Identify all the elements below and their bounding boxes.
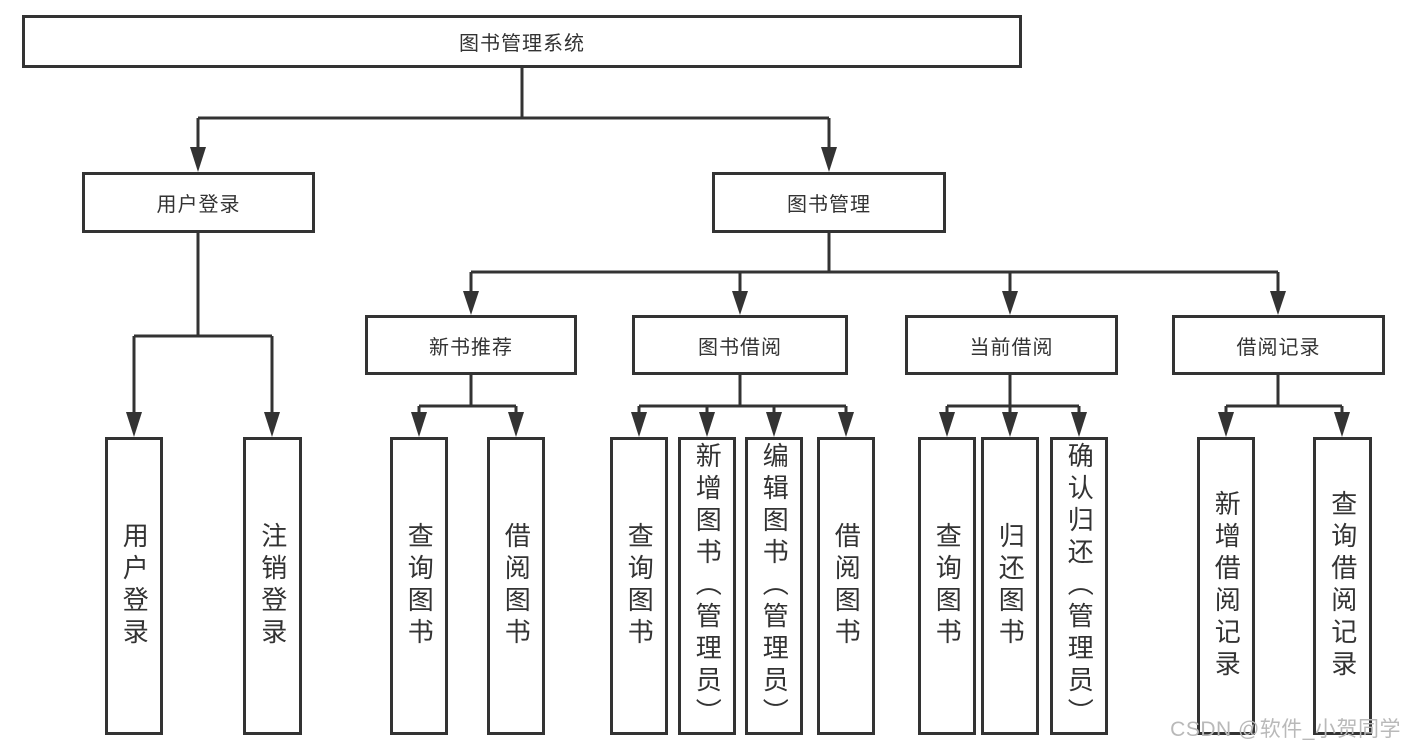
leaf-confirm-return-admin: 确认归还（管理员） xyxy=(1050,437,1108,735)
node-current-borrowing: 当前借阅 xyxy=(905,315,1118,375)
leaf-edit-books-admin: 编辑图书（管理员） xyxy=(745,437,803,735)
leaf-user-login: 用户登录 xyxy=(105,437,163,735)
leaf-logout: 注销登录 xyxy=(243,437,302,735)
leaf-edit-books-admin-label: 编辑图书（管理员） xyxy=(759,442,790,730)
leaf-confirm-return-admin-label: 确认归还（管理员） xyxy=(1064,442,1095,730)
leaf-current-query-books-label: 查询图书 xyxy=(932,522,963,650)
leaf-return-books: 归还图书 xyxy=(981,437,1039,735)
arrowheads xyxy=(126,147,1350,437)
leaf-borrow-books-label: 借阅图书 xyxy=(831,522,862,650)
node-user-login: 用户登录 xyxy=(82,172,315,233)
node-borrowing-records-label: 借阅记录 xyxy=(1236,336,1321,359)
leaf-borrowing-query-books-label: 查询图书 xyxy=(624,522,655,650)
leaf-query-borrow-record-label: 查询借阅记录 xyxy=(1327,490,1358,682)
node-book-borrowing-label: 图书借阅 xyxy=(698,336,782,359)
leaf-borrow-books: 借阅图书 xyxy=(817,437,875,735)
leaf-recommend-query-books-label: 查询图书 xyxy=(404,522,435,650)
node-current-borrowing-label: 当前借阅 xyxy=(969,336,1054,359)
leaf-add-borrow-record: 新增借阅记录 xyxy=(1197,437,1255,735)
csdn-watermark: CSDN @软件_小贺同学 xyxy=(1170,718,1401,741)
leaf-recommend-borrow-books: 借阅图书 xyxy=(487,437,545,735)
node-library-management-system-label: 图书管理系统 xyxy=(459,33,585,55)
leaf-query-borrow-record: 查询借阅记录 xyxy=(1313,437,1372,735)
node-new-book-recommendation-label: 新书推荐 xyxy=(429,336,513,359)
node-borrowing-records: 借阅记录 xyxy=(1172,315,1385,375)
leaf-recommend-query-books: 查询图书 xyxy=(390,437,448,735)
node-book-borrowing: 图书借阅 xyxy=(632,315,848,375)
leaf-logout-label: 注销登录 xyxy=(257,522,288,650)
node-user-login-label: 用户登录 xyxy=(156,194,241,216)
leaf-user-login-label: 用户登录 xyxy=(119,522,150,650)
leaf-add-books-admin: 新增图书（管理员） xyxy=(678,437,736,735)
leaf-current-query-books: 查询图书 xyxy=(918,437,976,735)
leaf-return-books-label: 归还图书 xyxy=(995,522,1026,650)
node-book-management: 图书管理 xyxy=(712,172,946,233)
leaf-recommend-borrow-books-label: 借阅图书 xyxy=(501,522,532,650)
leaf-add-borrow-record-label: 新增借阅记录 xyxy=(1211,490,1242,682)
node-book-management-label: 图书管理 xyxy=(787,194,871,216)
node-library-management-system: 图书管理系统 xyxy=(22,15,1022,68)
leaf-add-books-admin-label: 新增图书（管理员） xyxy=(692,442,723,730)
leaf-borrowing-query-books: 查询图书 xyxy=(610,437,668,735)
node-new-book-recommendation: 新书推荐 xyxy=(365,315,577,375)
